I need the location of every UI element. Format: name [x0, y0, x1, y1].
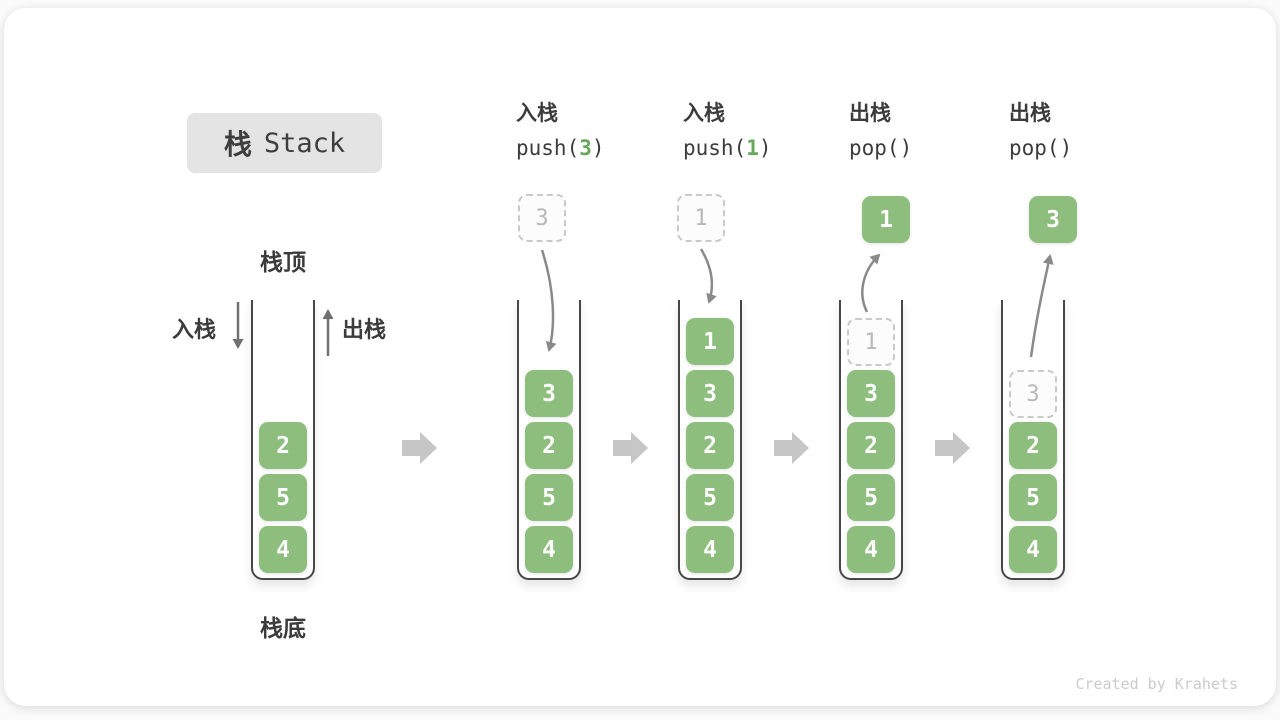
- op-label-push-1: 入栈 push(1): [683, 103, 772, 159]
- op-code: pop(): [1009, 138, 1072, 159]
- title-zh: 栈: [223, 129, 252, 160]
- code-arg: 1: [746, 136, 759, 160]
- op-label-pop-1: 出栈 pop(): [849, 103, 912, 159]
- stack-block: 3: [525, 370, 573, 417]
- op-code: push(1): [683, 138, 772, 159]
- code-arg: 3: [579, 136, 592, 160]
- push-direction-label: 入栈: [172, 317, 217, 342]
- ghost-popped-slot: 1: [847, 318, 895, 366]
- code-pre: pop(: [1009, 136, 1060, 160]
- stack-block: 5: [847, 474, 895, 521]
- stack-block: 2: [1009, 422, 1057, 469]
- stack-block: 4: [1009, 526, 1057, 573]
- code-pre: push(: [516, 136, 580, 160]
- op-name: 入栈: [683, 102, 725, 125]
- op-code: pop(): [849, 138, 912, 159]
- op-name: 出栈: [1009, 102, 1051, 125]
- stack-block: 4: [259, 526, 307, 573]
- ghost-popped-slot: 3: [1009, 370, 1057, 418]
- push-source-box: 3: [518, 194, 566, 242]
- stack-block: 2: [847, 422, 895, 469]
- stack-top-label: 栈顶: [260, 249, 306, 275]
- code-post: ): [591, 136, 605, 160]
- stack-block: 2: [525, 422, 573, 469]
- stack-block: 5: [259, 474, 307, 521]
- stack-block: 4: [847, 526, 895, 573]
- pop-direction-label: 出栈: [342, 317, 387, 342]
- popped-value-box: 3: [1029, 196, 1077, 243]
- stack-block: 3: [686, 370, 734, 417]
- stack-block: 4: [686, 526, 734, 573]
- stack-block: 3: [847, 370, 895, 417]
- stack-block: 5: [525, 474, 573, 521]
- stack-block: 4: [525, 526, 573, 573]
- title-box: 栈 Stack: [187, 113, 382, 173]
- stack-block: 2: [686, 422, 734, 469]
- popped-value-box: 1: [862, 196, 910, 243]
- code-post: ): [758, 136, 772, 160]
- title-en: Stack: [263, 127, 346, 159]
- op-label-push-3: 入栈 push(3): [516, 103, 605, 159]
- stack-block: 5: [1009, 474, 1057, 521]
- op-code: push(3): [516, 138, 605, 159]
- op-name: 入栈: [516, 102, 558, 125]
- op-name: 出栈: [849, 102, 891, 125]
- stack-bottom-label: 栈底: [260, 615, 306, 641]
- stack-block: 1: [686, 318, 734, 365]
- code-pre: push(: [683, 136, 747, 160]
- code-pre: pop(: [849, 136, 900, 160]
- op-label-pop-3: 出栈 pop(): [1009, 103, 1072, 159]
- watermark: Created by Krahets: [1075, 675, 1238, 693]
- code-post: ): [1059, 136, 1073, 160]
- stack-block: 2: [259, 422, 307, 469]
- code-post: ): [899, 136, 913, 160]
- push-source-box: 1: [677, 194, 725, 242]
- stack-block: 5: [686, 474, 734, 521]
